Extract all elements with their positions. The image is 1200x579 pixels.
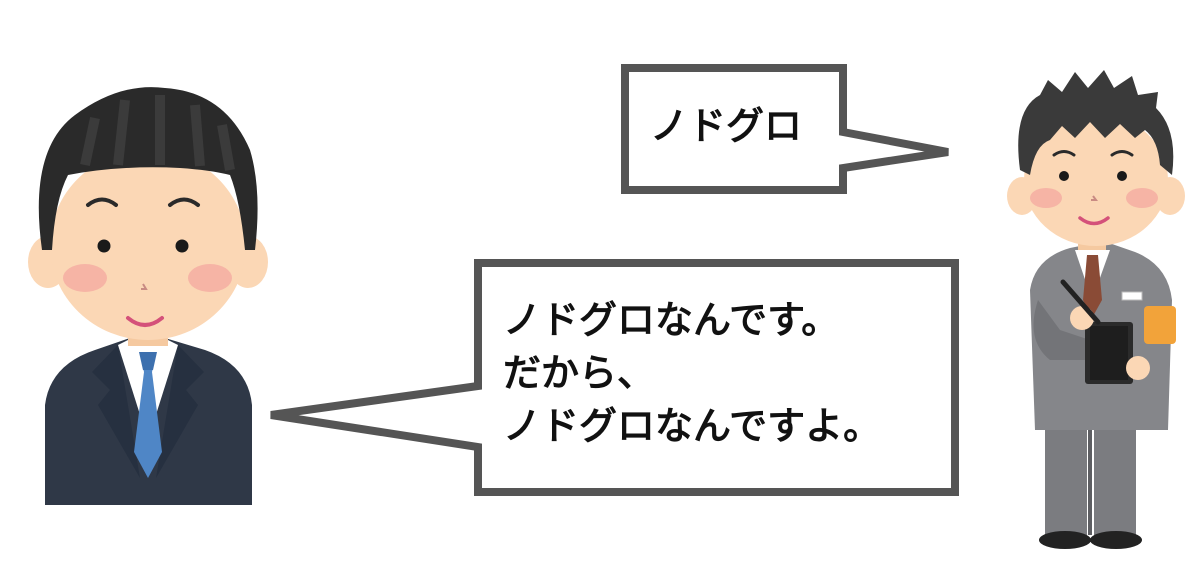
right-name-tag: [1121, 291, 1143, 301]
left-cheek-left: [63, 264, 107, 292]
right-eyebrow-right: [1110, 150, 1134, 157]
right-eye-left: [1059, 171, 1069, 181]
left-eye-right: [175, 239, 189, 253]
left-tie: [134, 355, 162, 478]
right-hair: [1018, 70, 1174, 175]
left-cheek-right: [188, 264, 232, 292]
right-eyebrow-left: [1052, 150, 1076, 157]
speech-bubble-long-text: ノドグロなんです。 だから、 ノドグロなんですよ。: [503, 294, 881, 453]
left-eyebrow-right: [168, 197, 200, 207]
left-eyebrow-left: [86, 197, 118, 207]
left-businessman: [28, 87, 268, 505]
right-eye-right: [1117, 171, 1127, 181]
speech-line-3: ノドグロなんですよ。: [503, 404, 882, 448]
right-shoe-left: [1039, 531, 1091, 549]
right-pen: [1060, 279, 1101, 325]
right-shoe-right: [1090, 531, 1142, 549]
speech-line-2: だから、: [503, 351, 656, 395]
left-nose: [141, 283, 148, 290]
speech-line-1: ノドグロなんです。: [503, 298, 840, 342]
right-hand-holding: [1126, 356, 1150, 380]
right-leg-left: [1045, 420, 1087, 535]
right-nose: [1091, 195, 1098, 201]
right-mouth: [1078, 216, 1110, 226]
speech-bubble-short-text: ノドグロ: [650, 104, 803, 148]
left-hair-shine: [80, 95, 235, 171]
left-mouth: [126, 316, 164, 327]
right-armband: [1144, 306, 1176, 344]
right-reporter: [1007, 70, 1185, 549]
right-leg-right: [1094, 420, 1136, 535]
right-cheek-left: [1030, 188, 1062, 208]
right-tie: [1083, 255, 1102, 318]
speech-bubble-short: [621, 64, 949, 194]
left-lapel-left: [92, 345, 140, 478]
right-cheek-right: [1126, 188, 1158, 208]
right-face: [1024, 114, 1168, 246]
left-eye-left: [97, 239, 111, 253]
left-face: [50, 150, 246, 340]
right-notebook-page: [1090, 326, 1128, 380]
left-lapel-right: [156, 345, 204, 478]
speech-bubble-long: [270, 259, 959, 496]
left-tie-knot: [139, 352, 157, 370]
right-arm-left: [1033, 300, 1090, 360]
